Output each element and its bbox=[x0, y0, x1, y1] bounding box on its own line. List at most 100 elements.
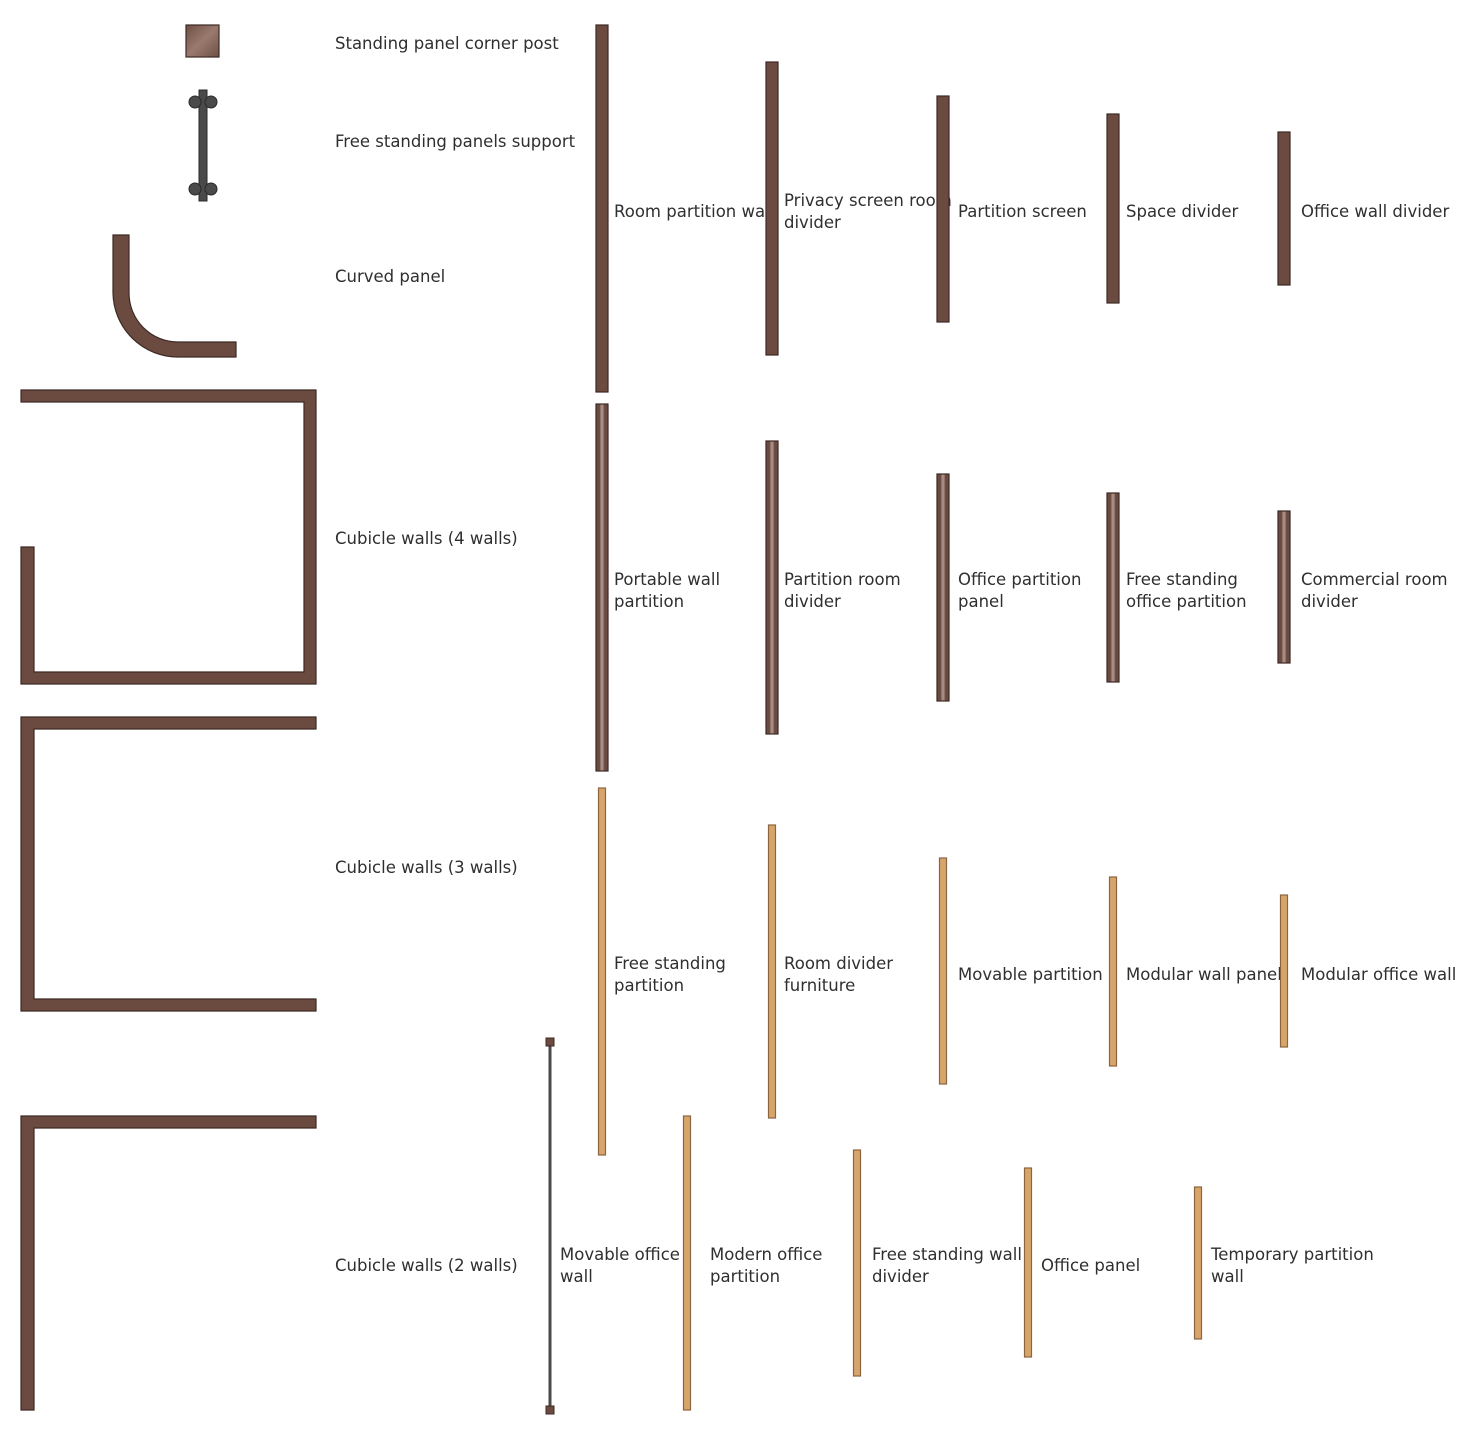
rod-wall-shape bbox=[548, 1042, 552, 1410]
panel-temporary-partition-wall[interactable] bbox=[1193, 1186, 1203, 1340]
panel-partition-screen[interactable] bbox=[936, 95, 950, 323]
label-line: office partition bbox=[1126, 592, 1247, 611]
label-corner-post: Standing panel corner post bbox=[335, 34, 559, 53]
cubicle-2-walls-icon[interactable] bbox=[20, 1115, 317, 1411]
label-line: divider bbox=[784, 592, 841, 611]
wall-panel-shape bbox=[682, 1115, 692, 1411]
wall-panel-shape bbox=[1193, 1186, 1203, 1340]
wall-panel-shape bbox=[767, 824, 777, 1119]
label-line: Office panel bbox=[1041, 1256, 1140, 1275]
wall-panel-shape bbox=[936, 95, 950, 323]
label-line: Modular office wall bbox=[1301, 965, 1456, 984]
wall-panel-shape bbox=[597, 787, 607, 1156]
panel-space-divider[interactable] bbox=[1106, 113, 1120, 304]
rod-end-cap-bottom bbox=[545, 1405, 555, 1415]
panel-free-standing-office-partition[interactable] bbox=[1106, 492, 1120, 683]
label-line: Partition screen bbox=[958, 202, 1087, 221]
label-line: Temporary partition bbox=[1210, 1245, 1374, 1264]
panel-free-standing-wall-divider[interactable] bbox=[852, 1149, 862, 1377]
label-privacy-screen-room-divider: Privacy screen room divider bbox=[784, 191, 952, 232]
label-line: partition bbox=[710, 1267, 780, 1286]
label-temporary-partition-wall: Temporary partition wall bbox=[1210, 1245, 1374, 1286]
label-line: Partition room bbox=[784, 570, 901, 589]
rod-end-cap-top bbox=[545, 1037, 555, 1047]
label-line: Space divider bbox=[1126, 202, 1239, 221]
panel-modern-office-partition[interactable] bbox=[682, 1115, 692, 1411]
label-cubicle-3-walls: Cubicle walls (3 walls) bbox=[335, 858, 518, 877]
panel-support-icon[interactable] bbox=[188, 89, 218, 202]
label-free-standing-office-partition: Free standing office partition bbox=[1126, 570, 1247, 611]
wall-panel-shape bbox=[1106, 113, 1120, 304]
panel-movable-partition[interactable] bbox=[938, 857, 948, 1085]
wall-panel-shape bbox=[765, 61, 779, 356]
label-office-wall-divider: Office wall divider bbox=[1301, 202, 1449, 221]
label-line: partition bbox=[614, 976, 684, 995]
label-commercial-room-divider: Commercial room divider bbox=[1301, 570, 1448, 611]
wall-panel-shape bbox=[936, 473, 950, 702]
label-partition-screen: Partition screen bbox=[958, 202, 1087, 221]
label-line: Room partition wall bbox=[614, 202, 774, 221]
panel-office-partition-panel[interactable] bbox=[936, 473, 950, 702]
panel-portable-wall-partition[interactable] bbox=[595, 403, 609, 772]
wall-panel-shape bbox=[1277, 131, 1291, 286]
panel-privacy-screen-room-divider[interactable] bbox=[765, 61, 779, 356]
label-line: Modern office bbox=[710, 1245, 822, 1264]
label-free-standing-wall-divider: Free standing wall divider bbox=[872, 1245, 1022, 1286]
wall-panel-shape bbox=[1279, 894, 1289, 1048]
label-line: Free standing bbox=[1126, 570, 1238, 589]
panel-modular-office-wall[interactable] bbox=[1279, 894, 1289, 1048]
label-line: Movable partition bbox=[958, 965, 1103, 984]
panel-office-panel[interactable] bbox=[1023, 1167, 1033, 1358]
label-room-partition-wall: Room partition wall bbox=[614, 202, 774, 221]
label-line: Commercial room bbox=[1301, 570, 1448, 589]
label-line: Privacy screen room bbox=[784, 191, 952, 210]
label-line: Modular wall panel bbox=[1126, 965, 1282, 984]
wall-panel-shape bbox=[595, 24, 609, 393]
label-line: Free standing wall bbox=[872, 1245, 1022, 1264]
wall-panel-shape bbox=[1106, 492, 1120, 683]
panel-free-standing-partition[interactable] bbox=[597, 787, 607, 1156]
label-line: Free standing bbox=[614, 954, 726, 973]
wall-panel-shape bbox=[595, 403, 609, 772]
label-modular-wall-panel: Modular wall panel bbox=[1126, 965, 1282, 984]
label-line: panel bbox=[958, 592, 1004, 611]
label-movable-partition: Movable partition bbox=[958, 965, 1103, 984]
label-modular-office-wall: Modular office wall bbox=[1301, 965, 1456, 984]
wall-panel-shape bbox=[765, 440, 779, 735]
label-line: partition bbox=[614, 592, 684, 611]
label-cubicle-4-walls: Cubicle walls (4 walls) bbox=[335, 529, 518, 548]
label-line: wall bbox=[1211, 1267, 1244, 1286]
cubicle-4-walls-icon[interactable] bbox=[20, 389, 317, 685]
label-line: divider bbox=[872, 1267, 929, 1286]
panel-commercial-room-divider[interactable] bbox=[1277, 510, 1291, 664]
label-office-panel: Office panel bbox=[1041, 1256, 1140, 1275]
label-line: Office partition bbox=[958, 570, 1081, 589]
panel-office-wall-divider[interactable] bbox=[1277, 131, 1291, 286]
label-line: divider bbox=[784, 213, 841, 232]
label-line: furniture bbox=[784, 976, 855, 995]
wall-panel-shape bbox=[1277, 510, 1291, 664]
panel-modular-wall-panel[interactable] bbox=[1108, 876, 1118, 1067]
label-portable-wall-partition: Portable wall partition bbox=[614, 570, 720, 611]
label-free-standing-partition: Free standing partition bbox=[614, 954, 726, 995]
wall-panel-shape bbox=[1108, 876, 1118, 1067]
curved-panel-icon[interactable] bbox=[112, 234, 237, 358]
panel-partition-room-divider[interactable] bbox=[765, 440, 779, 735]
corner-post-icon[interactable] bbox=[185, 24, 220, 58]
label-modern-office-partition: Modern office partition bbox=[710, 1245, 822, 1286]
wall-panel-shape bbox=[852, 1149, 862, 1377]
panel-room-partition-wall[interactable] bbox=[595, 24, 609, 393]
label-line: Movable office bbox=[560, 1245, 680, 1264]
panel-movable-office-wall[interactable] bbox=[545, 1037, 555, 1415]
panel-room-divider-furniture[interactable] bbox=[767, 824, 777, 1119]
wall-panel-shape bbox=[1023, 1167, 1033, 1358]
label-room-divider-furniture: Room divider furniture bbox=[784, 954, 893, 995]
label-line: Portable wall bbox=[614, 570, 720, 589]
wall-panel-shape bbox=[938, 857, 948, 1085]
label-space-divider: Space divider bbox=[1126, 202, 1239, 221]
cubicle-3-walls-icon[interactable] bbox=[20, 716, 317, 1012]
label-office-partition-panel: Office partition panel bbox=[958, 570, 1081, 611]
label-line: divider bbox=[1301, 592, 1358, 611]
label-line: Room divider bbox=[784, 954, 893, 973]
